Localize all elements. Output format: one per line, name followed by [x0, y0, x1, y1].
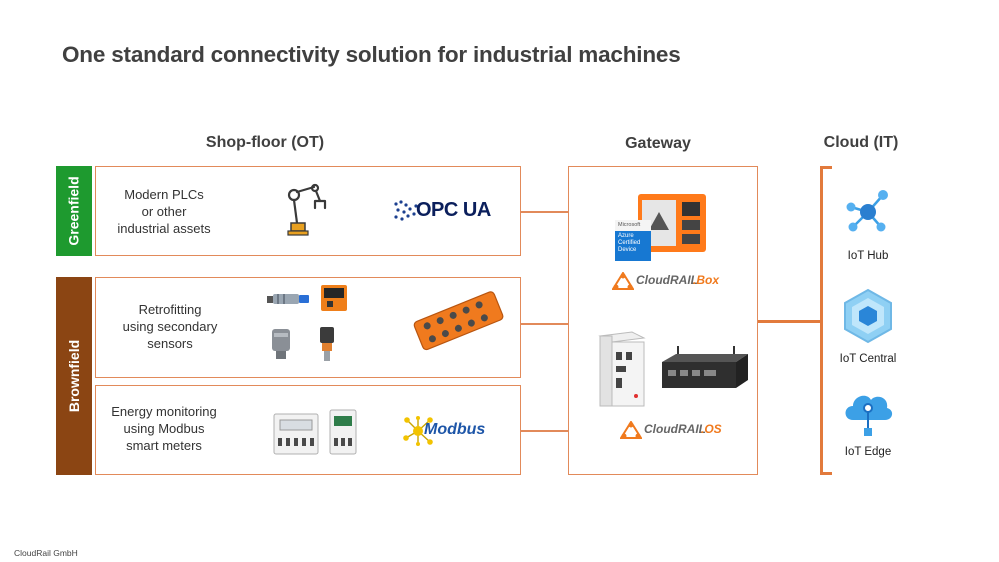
inductive-sensor-icon — [267, 294, 309, 304]
iot-hub-icon — [846, 190, 888, 232]
cloud-bracket-line — [820, 166, 823, 475]
cloud-bracket-top — [820, 166, 832, 169]
io-link-master-icon — [413, 291, 504, 351]
opc-ua-logo: OPC UA — [392, 198, 504, 224]
cloudrail-box-logo: CloudRAIL .Box — [612, 271, 722, 291]
pressure-sensor-icon — [272, 329, 290, 359]
row-description-sensors: Retrofitting using secondary sensors — [122, 302, 218, 351]
row-box-plc — [95, 166, 521, 256]
row-description-plc: Modern PLCs or other industrial assets — [117, 187, 211, 236]
connector-gateway-cloud — [758, 320, 822, 323]
column-heading-shopfloor: Shop-floor (OT) — [205, 134, 325, 151]
iot-central-label: IoT Central — [839, 353, 897, 365]
smart-meter-icon — [329, 409, 357, 455]
page-title: One standard connectivity solution for i… — [62, 42, 681, 67]
energy-meter-icon — [273, 413, 319, 455]
cloudrail-os-suffix: .OS — [701, 422, 722, 436]
robot-arm-icon — [287, 183, 327, 236]
iot-central-icon — [844, 288, 892, 344]
group-label-greenfield: Greenfield — [66, 176, 82, 246]
embedded-gateway-icon — [662, 346, 748, 388]
microsoft-badge-header: Microsoft — [615, 220, 651, 231]
azure-certified-badge: Azure Certified Device — [615, 231, 651, 261]
cloudrail-box-device-icon — [638, 194, 706, 252]
modbus-label: Modbus — [424, 421, 486, 438]
group-bar-brownfield: Brownfield — [56, 277, 92, 475]
iot-hub-label: IoT Hub — [847, 250, 889, 262]
cloudrail-logo-icon — [612, 272, 634, 290]
column-heading-gateway: Gateway — [625, 135, 691, 152]
cloudrail-os-prefix: CloudRAIL — [644, 422, 706, 436]
cloudrail-box-prefix: CloudRAIL — [636, 273, 698, 287]
industrial-pc-icon — [598, 331, 646, 407]
connector-plc-gateway — [521, 211, 568, 213]
footer-company: CloudRail GmbH — [14, 548, 78, 558]
column-heading-cloud: Cloud (IT) — [823, 134, 899, 151]
cloudrail-os-logo-icon — [620, 421, 642, 439]
cloudrail-os-logo: CloudRAIL .OS — [620, 420, 730, 440]
group-bar-greenfield: Greenfield — [56, 166, 92, 256]
cloudrail-box-suffix: .Box — [693, 273, 720, 287]
modbus-logo: Modbus — [402, 416, 508, 446]
row-description-energy: Energy monitoring using Modbus smart met… — [111, 404, 217, 453]
opc-ua-swoosh-icon — [394, 200, 418, 221]
group-label-brownfield: Brownfield — [66, 339, 82, 413]
opc-ua-label: OPC UA — [416, 199, 491, 221]
iot-edge-label: IoT Edge — [844, 446, 892, 458]
modbus-network-icon — [403, 416, 433, 446]
connector-sensors-gateway — [521, 323, 568, 325]
iot-edge-icon — [845, 395, 893, 436]
cloud-bracket-bottom — [820, 472, 832, 475]
optical-sensor-icon — [321, 285, 347, 311]
connector-energy-gateway — [521, 430, 568, 432]
temperature-sensor-icon — [320, 327, 334, 361]
